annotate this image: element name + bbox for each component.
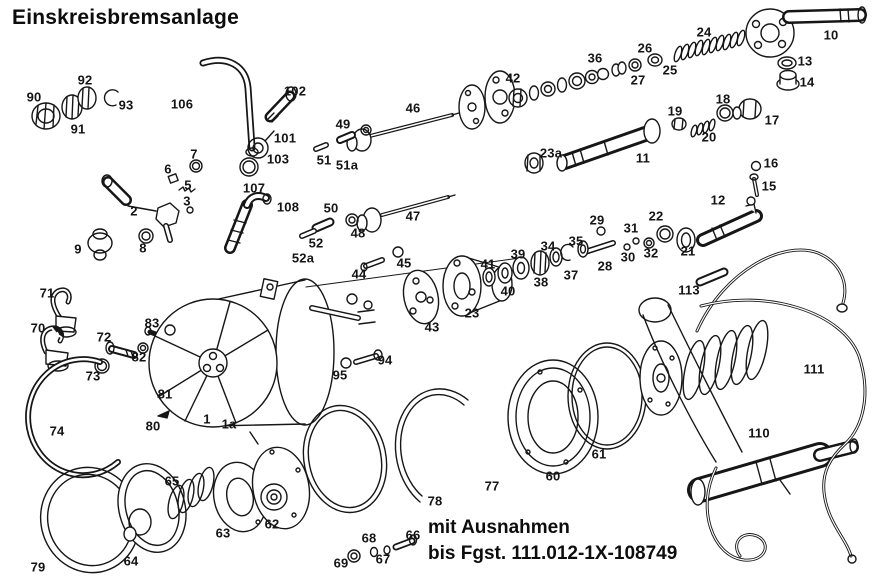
pushrod-discs-group bbox=[402, 255, 513, 325]
cylinder11-group bbox=[556, 98, 762, 197]
washer-chain-group bbox=[482, 240, 589, 287]
ring-chain-group bbox=[508, 53, 663, 174]
plate-spring-group bbox=[639, 319, 769, 416]
brake-pipes-group bbox=[695, 248, 867, 564]
servo-drum-group bbox=[148, 257, 521, 445]
footer-line-1: mit Ausnahmen bbox=[428, 517, 570, 538]
bottom-discs-group bbox=[39, 342, 647, 574]
rod47-group bbox=[299, 194, 456, 272]
footer-note: mit Ausnahmen bis Fgst. 111.012-1X-10874… bbox=[428, 515, 677, 567]
spring24-shaft10-group bbox=[673, 6, 867, 91]
rod46-group bbox=[313, 70, 516, 152]
page-title: Einskreisbremsanlage bbox=[12, 6, 239, 29]
left-fittings-group bbox=[31, 56, 297, 261]
small-hardware-group bbox=[347, 534, 418, 563]
footer-line-2: bis Fgst. 111.012-1X-108749 bbox=[428, 543, 678, 564]
cylinder12-group bbox=[582, 196, 763, 255]
master-cylinder-group bbox=[638, 297, 859, 506]
